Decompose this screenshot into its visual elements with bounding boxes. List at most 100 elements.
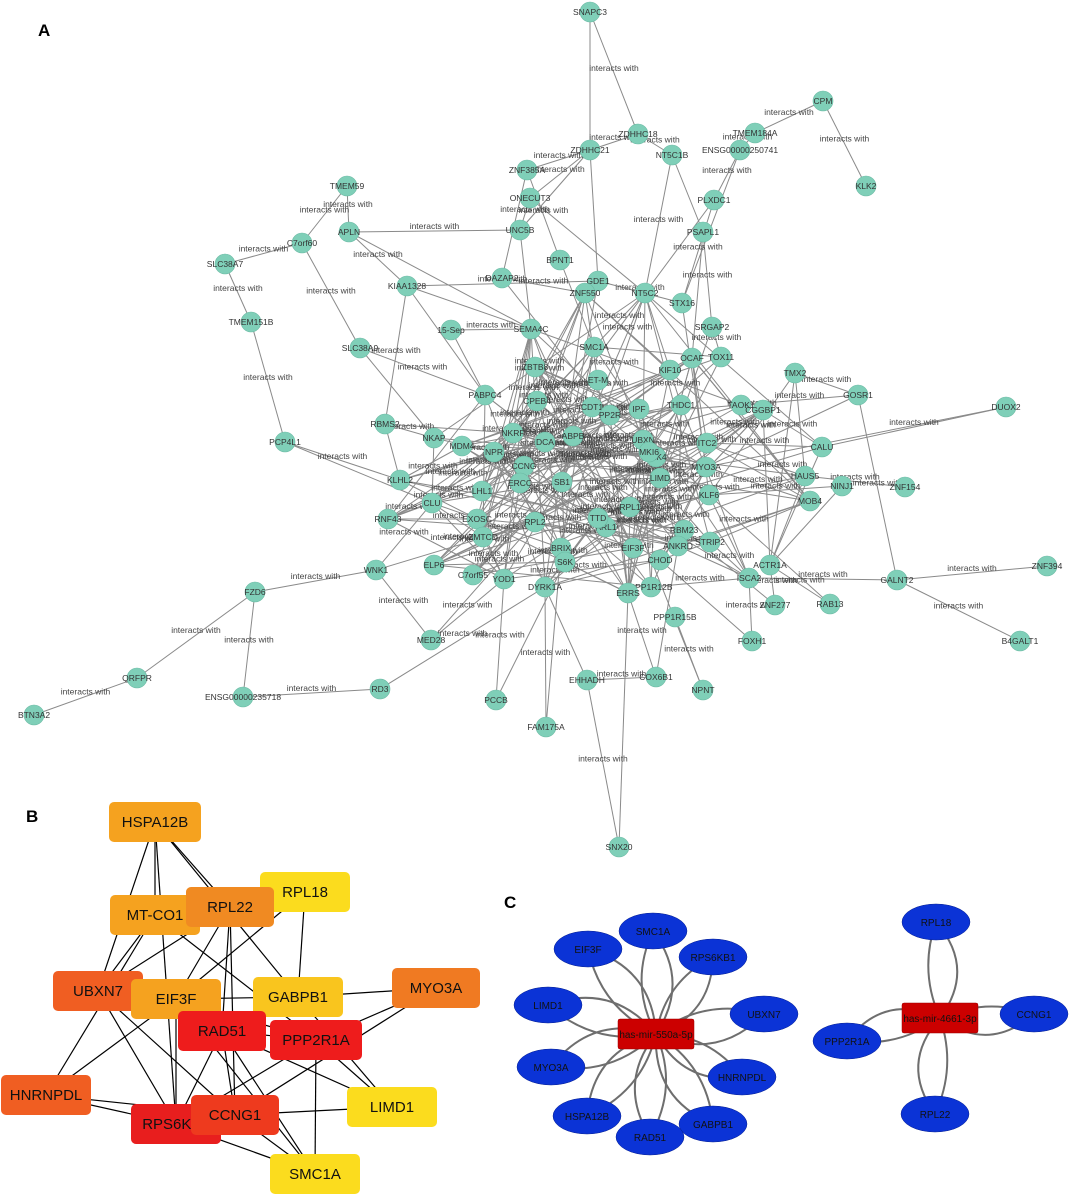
edge-galnt2-isca2 xyxy=(748,577,898,581)
node-circle xyxy=(338,221,360,243)
node-label: PCCB xyxy=(484,695,508,705)
panel-c-nodes: SMC1AEIF3FRPS6KB1LIMD1UBXN7MYO3AHNRNPDLH… xyxy=(513,903,1069,1156)
node-label: PPP1R15B xyxy=(654,612,697,622)
gene-label: MYO3A xyxy=(410,980,463,997)
edge-pccb-yod1 xyxy=(495,578,505,701)
node-circle xyxy=(698,484,720,506)
node-circle xyxy=(587,369,609,391)
node-label: LHL1 xyxy=(472,486,493,496)
node-mki6: MKI6 xyxy=(638,441,660,463)
core-edge-label: interacts with xyxy=(603,322,653,332)
gene-label: PPP2R1A xyxy=(282,1032,350,1049)
gene-node-ppp2r1a: PPP2R1A xyxy=(270,1020,362,1060)
edge-nt5c1b-nt5c2 xyxy=(644,154,673,294)
node-pcp4l1: PCP4L1 xyxy=(269,431,301,453)
node-label: FAM175A xyxy=(527,722,565,732)
target-ellipse xyxy=(678,1105,748,1143)
edge-label: interacts with xyxy=(673,242,723,252)
node-circle xyxy=(232,686,254,708)
core-edge-label: interacts with xyxy=(570,430,620,440)
gene-node-ubxn7: UBXN7 xyxy=(53,971,143,1011)
node-circle xyxy=(274,431,296,453)
target-label: GABPB1 xyxy=(693,1120,733,1131)
core-edge xyxy=(650,577,750,588)
edge-pcp4l1-klhl2 xyxy=(284,441,401,481)
node-circle xyxy=(534,576,556,598)
node-cox6b1: COX6B1 xyxy=(639,666,673,688)
node-zbtb8: ZBTB8 xyxy=(522,356,548,378)
edge-label: interacts with xyxy=(323,199,373,209)
core-edge-label: interacts with xyxy=(529,380,579,390)
node-circle xyxy=(692,679,714,701)
node-snapc3: SNAPC3 xyxy=(573,1,607,23)
node-pp2r: PP2R xyxy=(599,404,621,426)
node-label: TTD xyxy=(590,513,607,523)
core-edge-label: interacts with xyxy=(484,449,534,459)
core-edge-label: interacts with xyxy=(532,512,582,522)
edge-tmx2-klf6 xyxy=(708,372,796,496)
node-label: C7orf55 xyxy=(458,570,489,580)
node-circle xyxy=(627,123,649,145)
node-label: KIF10 xyxy=(659,365,682,375)
gene-node-myo3a: MYO3A xyxy=(392,968,480,1008)
edge-label: interacts with xyxy=(589,63,639,73)
node-label: ET-M xyxy=(588,375,608,385)
node-circle xyxy=(730,394,752,416)
node-rd3: RD3 xyxy=(369,678,391,700)
target-ellipse xyxy=(901,903,971,941)
edge-hspa12b-rps6kb1 xyxy=(154,821,177,1125)
core-edge-label: interacts with xyxy=(589,357,639,367)
node-gde1: GDE1 xyxy=(586,270,610,292)
core-edge xyxy=(706,409,764,444)
edge-label: interacts with xyxy=(775,390,825,400)
edge-plxdc1-nt5c2 xyxy=(644,199,715,294)
node-elp6: ELP6 xyxy=(424,554,445,576)
node-circle xyxy=(696,432,718,454)
node-ehhadh: EHHADH xyxy=(569,669,605,691)
core-edge xyxy=(762,409,823,448)
core-edge-label: interacts with xyxy=(719,514,769,524)
node-circle xyxy=(291,232,313,254)
node-itc2: ITC2 xyxy=(696,432,718,454)
node-dazap2: DAZAP2 xyxy=(485,267,519,289)
edge-isca2-klf6 xyxy=(708,494,750,579)
edge-label: interacts with xyxy=(758,459,808,469)
edge-slc38a7-tmem151b xyxy=(224,263,252,323)
edge-label: interacts with xyxy=(213,283,263,293)
node-label: COX6B1 xyxy=(639,672,673,682)
node-label: TMX2 xyxy=(784,368,807,378)
node-zmtcd: ZMTCD xyxy=(468,526,498,548)
node-label: PABPC4 xyxy=(469,390,502,400)
node-label: ZNF550 xyxy=(570,288,601,298)
target-label: CCNG1 xyxy=(1016,1010,1051,1021)
node-15-sep: 15-Sep xyxy=(437,319,465,341)
node-circle xyxy=(240,311,262,333)
core-edge-label: interacts with xyxy=(562,449,612,459)
node-ppp1r15b: PPP1R15B xyxy=(654,606,697,628)
node-label: TMEM59 xyxy=(330,181,365,191)
core-edge-label: interacts with xyxy=(578,451,628,461)
core-edge-label: interacts with xyxy=(443,531,493,541)
edge-apln-kiaa1328 xyxy=(348,231,408,287)
core-edge xyxy=(523,465,707,468)
node-label: YOD1 xyxy=(492,574,515,584)
core-edge xyxy=(632,409,764,549)
node-circle xyxy=(1036,555,1058,577)
node-label: CCNG xyxy=(511,461,536,471)
edge-duox2-myo3a xyxy=(705,406,1007,468)
target-node-smc1a: SMC1A xyxy=(618,912,688,950)
core-edge xyxy=(523,451,650,467)
node-circle xyxy=(703,189,725,211)
node-circle xyxy=(471,480,493,502)
edge-fzd6-qrfpr xyxy=(136,591,256,679)
node-circle xyxy=(440,319,462,341)
target-node-ccng1: CCNG1 xyxy=(999,995,1069,1033)
panel-c-networks: SMC1AEIF3FRPS6KB1LIMD1UBXN7MYO3AHNRNPDLH… xyxy=(513,903,1069,1156)
edge-errs-cox6b1 xyxy=(627,592,657,678)
node-circle xyxy=(1009,630,1031,652)
node-circle xyxy=(491,267,513,289)
core-edge-label: interacts with xyxy=(675,573,725,583)
gene-node-hnrnpdl: HNRNPDL xyxy=(1,1075,91,1115)
target-node-ppp2r1a: PPP2R1A xyxy=(812,1022,882,1060)
core-edge-label: interacts with xyxy=(585,440,635,450)
